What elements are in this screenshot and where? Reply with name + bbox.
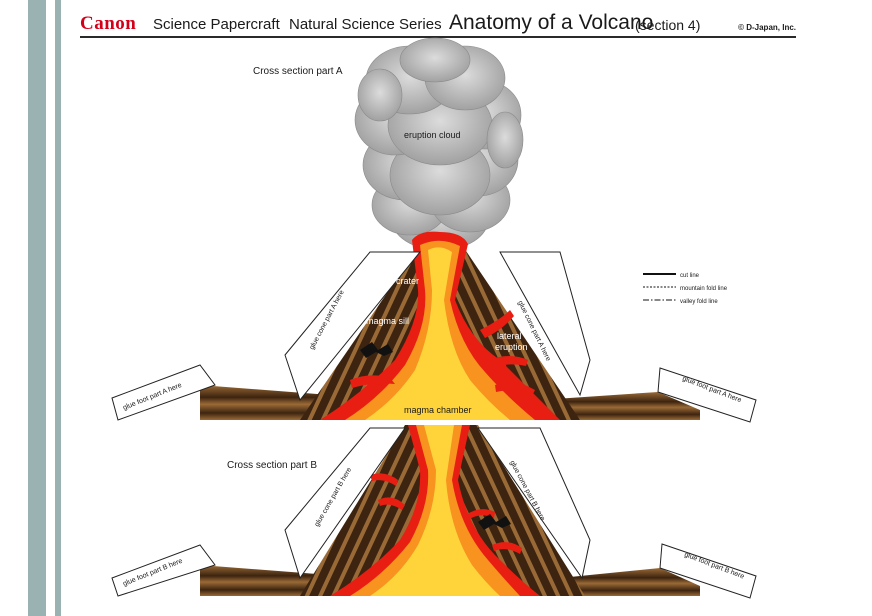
ground-right-a (540, 392, 700, 420)
page-title: Anatomy of a Volcano (449, 11, 654, 34)
glue-tab-cone-left-a (284, 251, 422, 402)
glue-tab-foot-right-a (657, 367, 757, 423)
magma-sill-label: magma sill (366, 316, 409, 326)
page-header: Canon Science Papercraft Natural Science… (80, 10, 796, 38)
section-label: (section 4) (635, 17, 701, 33)
glue-tab-foot-left-b (111, 544, 216, 597)
crater-label: crater (396, 276, 419, 286)
magma-conduit-a (320, 231, 560, 420)
part-b-title: Cross section part B (227, 460, 317, 471)
cross-section-a: Cross section part A eruption cloud crat… (111, 37, 757, 423)
magma-pocket-mark (478, 514, 511, 530)
subseries-label: Natural Science Series (289, 16, 442, 33)
ground-left-b (200, 565, 330, 596)
lateral-eruption-label-2: eruption (495, 342, 528, 352)
mountain-fold-label: mountain fold line (680, 286, 728, 292)
copyright-notice: © D-Japan, Inc. (738, 23, 796, 32)
brand-logo: Canon (80, 13, 137, 34)
glue-tab-foot-left-a (111, 364, 216, 421)
eruption-cloud-label: eruption cloud (404, 130, 461, 140)
left-margin-stripe (28, 0, 46, 616)
cut-line-label: cut line (680, 273, 700, 279)
glue-tab-foot-right-b (659, 543, 757, 599)
eruption-cloud (354, 37, 524, 251)
valley-fold-label: valley fold line (680, 299, 718, 305)
glue-tab-cone-left-b (284, 427, 406, 580)
glue-tab-cone-right-b (477, 427, 591, 580)
magma-chamber-label: magma chamber (404, 405, 472, 415)
magma-sill-mark (360, 342, 393, 358)
glue-tab-cone-right-a (499, 251, 591, 397)
lateral-eruption-label-1: lateral (497, 331, 522, 341)
part-a-title: Cross section part A (253, 66, 343, 77)
magma-conduit-b (330, 425, 540, 596)
cross-section-b: Cross section part B glue cone part B he… (111, 425, 757, 599)
series-label: Science Papercraft (153, 16, 280, 33)
line-legend: cut line mountain fold line valley fold … (643, 273, 728, 305)
left-margin-stripe-thin (55, 0, 61, 616)
